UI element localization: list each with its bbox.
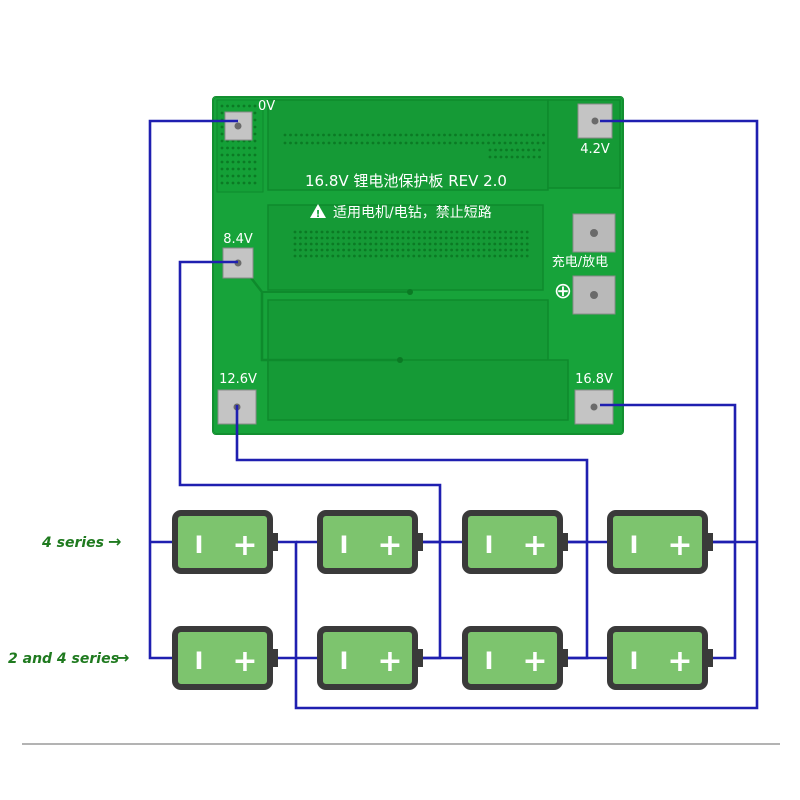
- wire-0v: [148, 119, 238, 660]
- battery-minus-mark: I: [340, 647, 349, 675]
- pad-16-8v: 16.8V: [574, 372, 614, 425]
- pad-0v-label: 0V: [258, 99, 275, 114]
- pad-4-2v: 4.2V: [577, 103, 613, 157]
- battery-minus-mark: I: [195, 647, 204, 675]
- battery-plus-mark: +: [522, 528, 547, 563]
- battery-cell: I+: [317, 510, 423, 574]
- battery-cell: I+: [172, 510, 278, 574]
- battery-minus-mark: I: [340, 531, 349, 559]
- plus-symbol: ⊕: [554, 279, 572, 304]
- svg-text:!: !: [316, 209, 321, 220]
- battery-minus-mark: I: [630, 531, 639, 559]
- battery-plus-mark: +: [232, 528, 257, 563]
- battery-array: I+I+I+I+I+I+I+I+: [172, 510, 713, 690]
- p-plus-pad: [572, 275, 616, 315]
- charge-discharge-label: 充电/放电: [552, 254, 608, 270]
- battery-plus-mark: +: [377, 528, 402, 563]
- battery-cell: I+: [317, 626, 423, 690]
- battery-cell: I+: [462, 510, 568, 574]
- battery-minus-mark: I: [630, 647, 639, 675]
- warning-icon: !: [310, 204, 326, 220]
- wiring: [148, 119, 759, 710]
- battery-minus-mark: I: [195, 531, 204, 559]
- pad-0v: 0V: [224, 99, 275, 141]
- battery-minus-mark: I: [485, 531, 494, 559]
- pcb-board: 16.8V 锂电池保护板 REV 2.0 ! 适用电机/电钻，禁止短路 ⊖ 充电…: [212, 96, 624, 435]
- pad-4-2v-label: 4.2V: [580, 142, 610, 157]
- pad-8-4v: 8.4V: [222, 232, 254, 279]
- battery-plus-mark: +: [232, 644, 257, 679]
- battery-cell: I+: [172, 626, 278, 690]
- wire-16-8v: [600, 403, 737, 660]
- pad-12-6v-label: 12.6V: [219, 372, 257, 387]
- battery-plus-mark: +: [377, 644, 402, 679]
- row1-arrow: →: [108, 532, 121, 551]
- battery-cell: I+: [462, 626, 568, 690]
- series-link-top-1: [272, 540, 298, 658]
- battery-cell: I+: [607, 510, 713, 574]
- row2-arrow: →: [116, 648, 129, 667]
- via-rows: [283, 133, 545, 258]
- board-title: 16.8V 锂电池保护板 REV 2.0: [305, 172, 507, 190]
- pad-16-8v-label: 16.8V: [575, 372, 613, 387]
- battery-cell: I+: [607, 626, 713, 690]
- row1-label: 4 series: [41, 535, 104, 551]
- pad-8-4v-label: 8.4V: [223, 232, 253, 247]
- battery-plus-mark: +: [522, 644, 547, 679]
- board-warning: 适用电机/电钻，禁止短路: [333, 205, 492, 221]
- battery-plus-mark: +: [667, 644, 692, 679]
- p-minus-pad: [572, 213, 616, 253]
- row2-label: 2 and 4 series: [8, 651, 119, 667]
- battery-minus-mark: I: [485, 647, 494, 675]
- battery-plus-mark: +: [667, 528, 692, 563]
